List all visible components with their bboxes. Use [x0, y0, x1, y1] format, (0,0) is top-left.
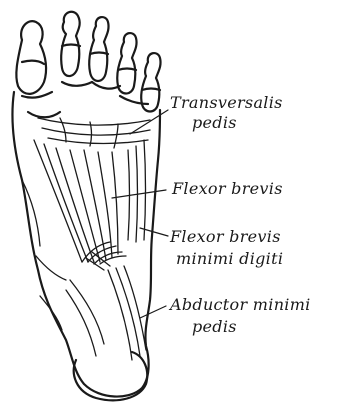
label-abductor-line2: pedis [192, 318, 237, 336]
label-abductor-line1: Abductor minimi [170, 296, 311, 314]
toe-3 [89, 17, 108, 81]
toe-4 [117, 33, 136, 93]
leader-abductor [140, 306, 166, 318]
label-transversalis-line1: Transversalis [170, 94, 283, 112]
toe-2 [61, 12, 80, 76]
leader-flexor-brevis [112, 190, 166, 198]
muscle-fibres [22, 118, 150, 360]
label-transversalis-line2: pedis [192, 114, 237, 132]
label-flexor-brevis: Flexor brevis [172, 180, 283, 198]
toe-1 [16, 21, 46, 94]
toe-5 [141, 53, 160, 111]
sole-outline [12, 92, 160, 397]
label-flexor-brevis-minimi-line2: minimi digiti [176, 250, 283, 268]
label-flexor-brevis-minimi-line1: Flexor brevis [170, 228, 281, 246]
